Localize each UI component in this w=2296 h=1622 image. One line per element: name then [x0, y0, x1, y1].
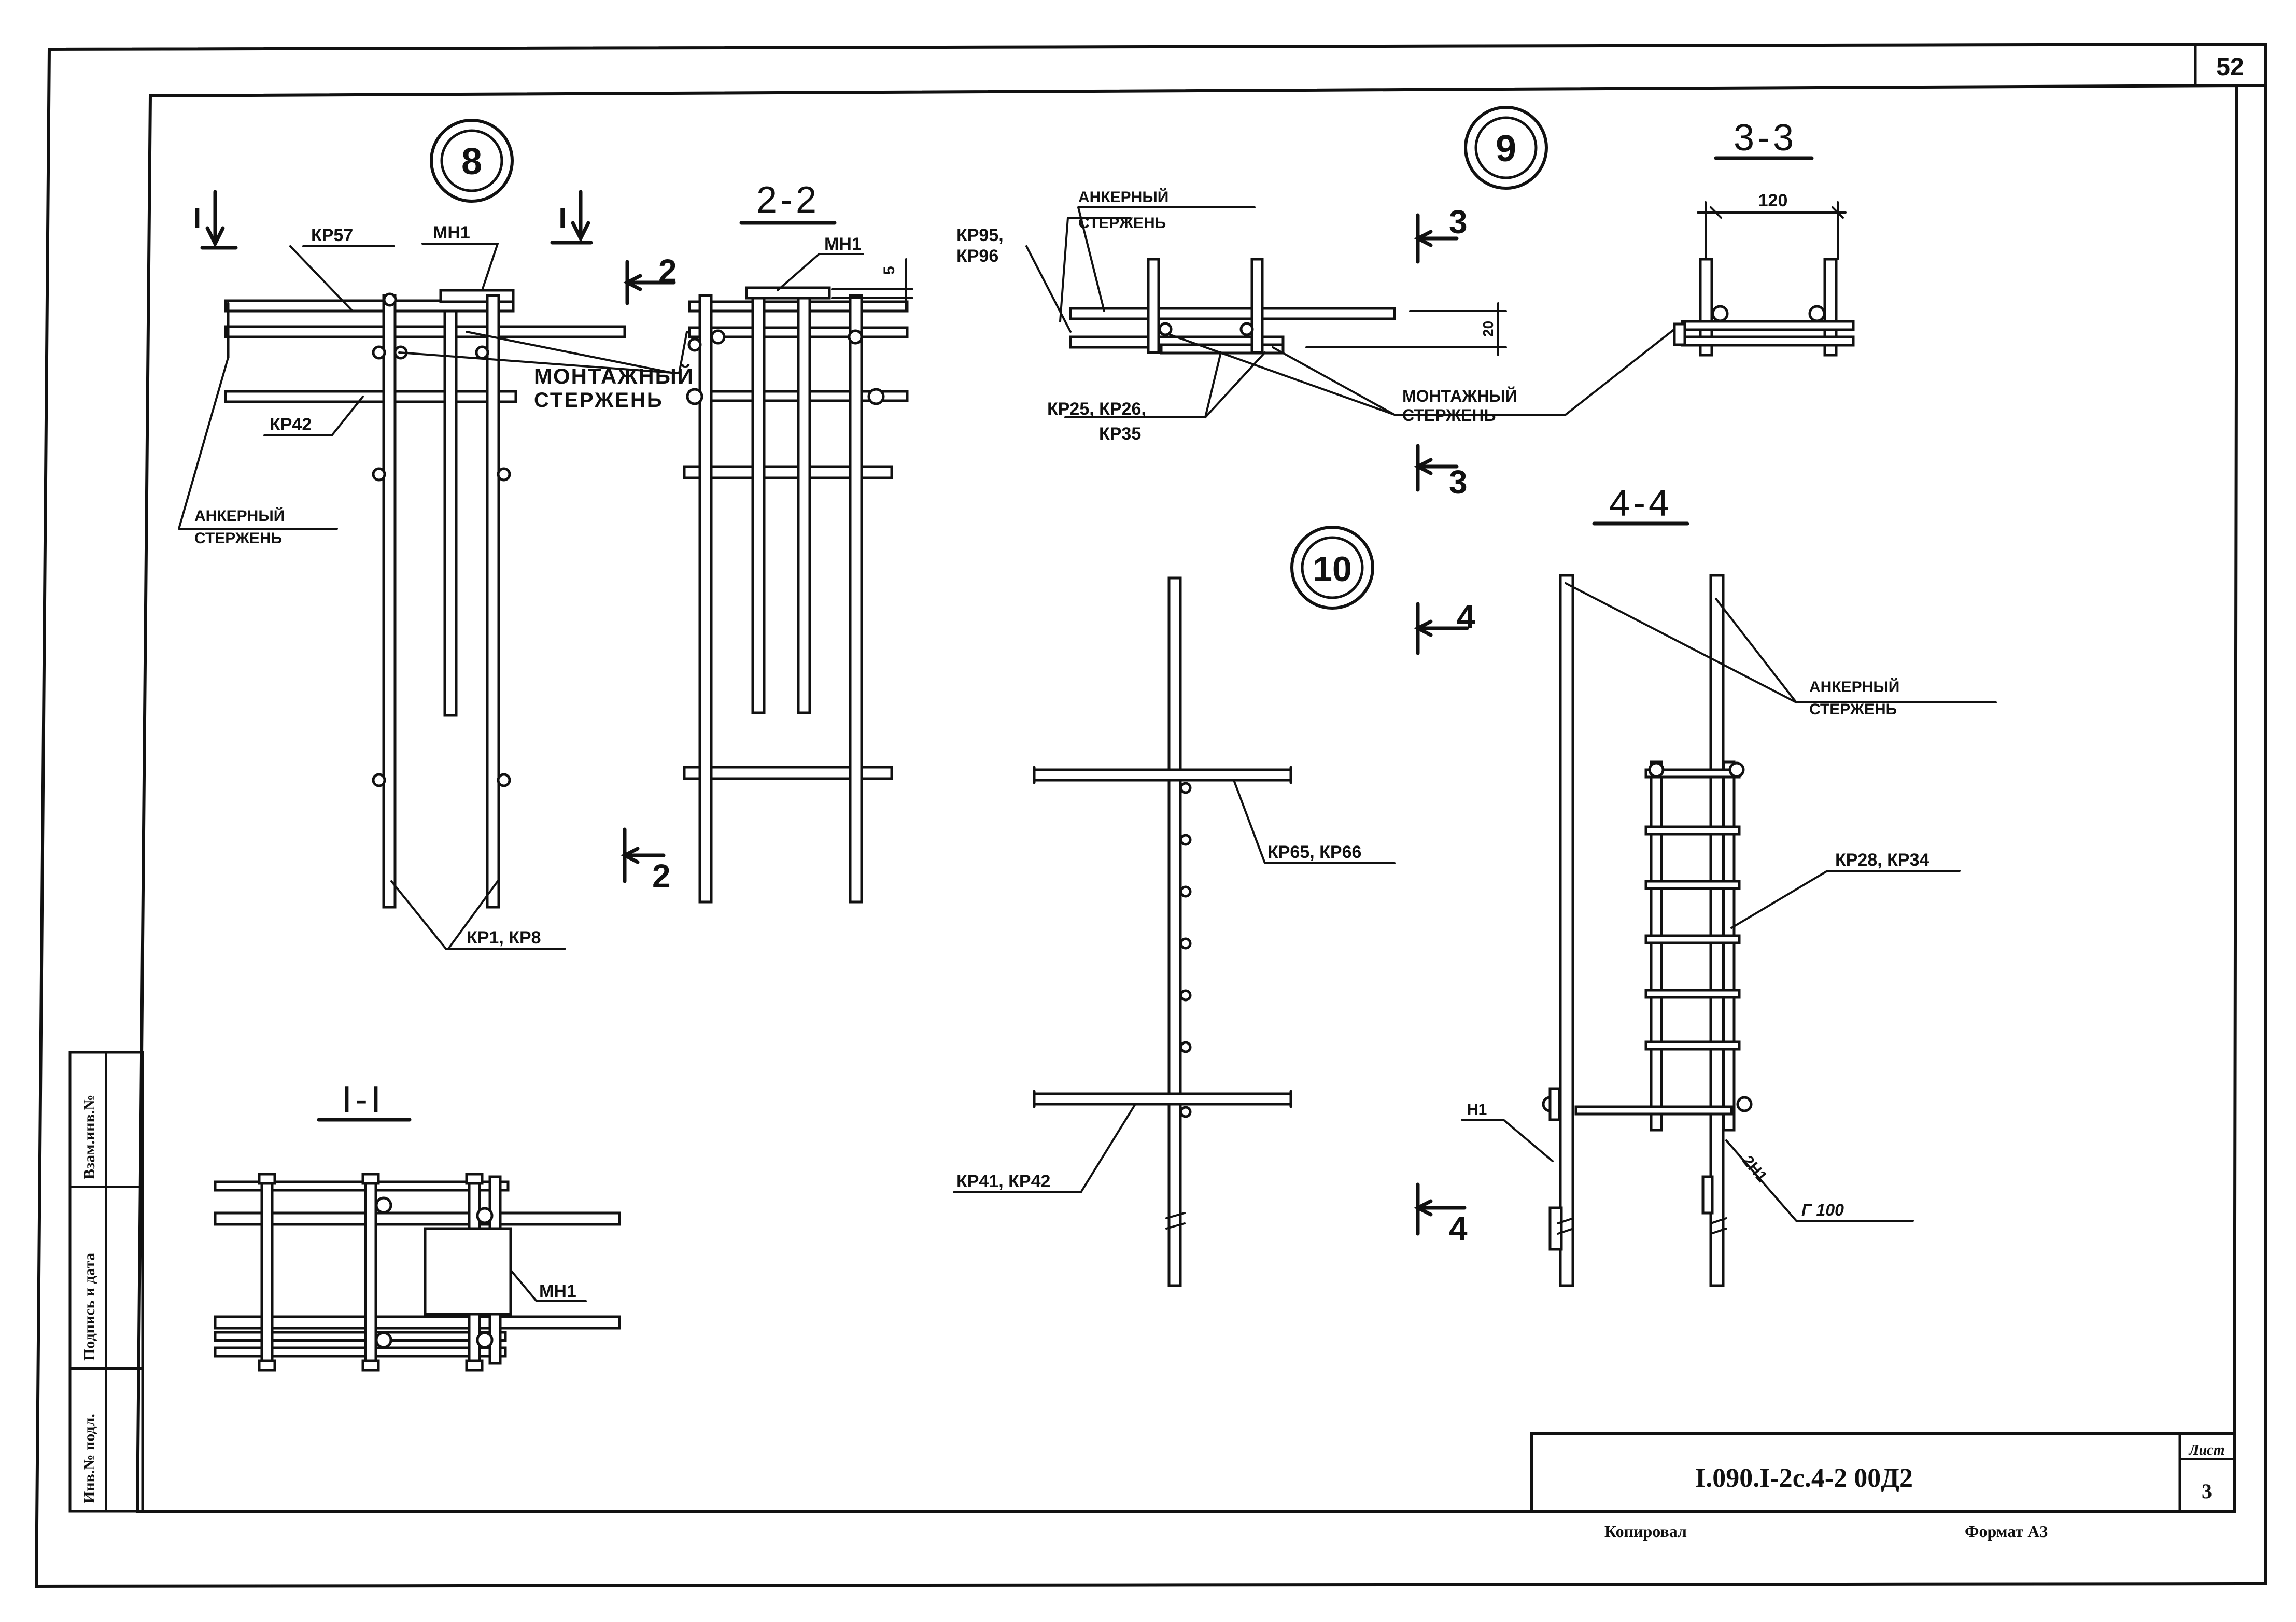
- label-anchor-9: АНКЕРНЫЙ: [1078, 188, 1168, 206]
- svg-text:3-3: 3-3: [1734, 117, 1797, 159]
- label-kp25-kp26: КР25, КР26,: [1047, 399, 1146, 419]
- section-mark-1-left: I: [193, 190, 238, 250]
- svg-text:3: 3: [1449, 463, 1468, 501]
- detail-8-drawing: [224, 289, 626, 909]
- dim-5: 5: [881, 266, 898, 275]
- label-kp95: КР95,: [956, 225, 1004, 245]
- section-title-2-2: 2-2: [739, 179, 837, 225]
- label-kp42: КР42: [270, 415, 312, 434]
- svg-text:4: 4: [1449, 1210, 1468, 1247]
- label-anchor-rod-44: СТЕРЖЕНЬ: [1809, 701, 1897, 718]
- drawing-code: I.090.I-2c.4-2 00Д2: [1695, 1463, 1913, 1493]
- section-title-4-4: 4-4: [1592, 483, 1689, 526]
- label-n1: Н1: [1467, 1101, 1487, 1118]
- detail-9-leaders: [1025, 206, 1675, 418]
- section-1-1-drawing: [214, 1173, 621, 1372]
- svg-text:I: I: [193, 202, 201, 234]
- section-2-2-leaders: [777, 253, 864, 291]
- page-number: 52: [2216, 53, 2244, 81]
- stamp-inv-no: Инв.№ подл.: [81, 1414, 98, 1503]
- label-mont-rod-9: МОНТАЖНЫЙ: [1402, 387, 1517, 405]
- section-1-1-leaders: [510, 1269, 587, 1302]
- svg-text:2: 2: [652, 857, 671, 895]
- side-stamp: [68, 1051, 144, 1513]
- label-angle-100: Г 100: [1801, 1201, 1844, 1219]
- label-rod-9: СТЕРЖЕНЬ: [1402, 406, 1496, 425]
- label-rod-8: СТЕРЖЕНЬ: [534, 389, 664, 412]
- section-mark-3-top: 3: [1414, 203, 1468, 264]
- section-title-3-3: 3-3: [1714, 117, 1814, 160]
- stamp-replace-inv: Взам.инв.№: [81, 1095, 98, 1179]
- section-mark-3-bottom: 3: [1414, 444, 1468, 501]
- section-mark-2-bottom: 2: [621, 827, 671, 895]
- label-mn1-22: МН1: [824, 234, 862, 254]
- dim-120: 120: [1758, 191, 1788, 210]
- svg-text:I: I: [558, 202, 567, 234]
- copied-label: Копировал: [1604, 1522, 1687, 1541]
- svg-text:I-I: I-I: [342, 1079, 384, 1120]
- section-3-3-drawing: [1673, 201, 1855, 357]
- svg-text:4-4: 4-4: [1609, 483, 1672, 524]
- svg-text:2: 2: [658, 252, 677, 290]
- label-kp41-kp42: КР41, КР42: [956, 1172, 1050, 1191]
- section-mark-4-top: 4: [1414, 598, 1475, 655]
- label-kp57: КР57: [311, 225, 353, 245]
- label-mont-rod-8: МОНТАЖНЫЙ: [534, 363, 694, 388]
- label-2n1: 2Н1: [1739, 1152, 1771, 1185]
- sheet-number: 3: [2202, 1479, 2212, 1503]
- label-anchor-44: АНКЕРНЫЙ: [1809, 678, 1899, 696]
- label-anchor-rod-9: СТЕРЖЕНЬ: [1078, 215, 1166, 232]
- detail-10-drawing: [1033, 576, 1292, 1287]
- section-4-4-leaders: [1461, 582, 1997, 1222]
- svg-text:3: 3: [1449, 203, 1468, 241]
- format-label: Формат А3: [1965, 1522, 2048, 1541]
- label-kp65-kp66: КР65, КР66: [1267, 842, 1361, 862]
- detail-number-10: 10: [1313, 549, 1352, 589]
- detail-10-leaders: [953, 779, 1396, 1193]
- section-title-1-1: I-I: [317, 1079, 412, 1122]
- detail-marker-9: 9: [1464, 106, 1548, 190]
- title-block: [1530, 1432, 2236, 1513]
- detail-number-8: 8: [461, 141, 482, 182]
- label-anchor-rod-8: СТЕРЖЕНЬ: [194, 530, 282, 547]
- section-mark-1-right: I: [550, 190, 593, 245]
- section-2-2-drawing: [683, 258, 913, 904]
- label-kp96: КР96: [956, 246, 998, 266]
- detail-8-leaders: [178, 243, 696, 950]
- detail-marker-10: 10: [1290, 526, 1374, 610]
- dim-20: 20: [1480, 321, 1496, 337]
- section-4-4-drawing: [1542, 574, 1753, 1287]
- label-mn1-top: МН1: [433, 223, 470, 243]
- svg-text:2-2: 2-2: [756, 179, 820, 221]
- label-anchor-8: АНКЕРНЫЙ: [194, 507, 285, 525]
- svg-text:4: 4: [1457, 598, 1475, 636]
- label-mn1-11: МН1: [539, 1281, 576, 1301]
- label-kp35: КР35: [1099, 424, 1141, 444]
- detail-number-9: 9: [1496, 128, 1516, 170]
- section-mark-2-top: 2: [623, 252, 677, 305]
- label-kp28-kp34: КР28, КР34: [1835, 850, 1929, 870]
- label-kp1-kp8: КР1, КР8: [467, 928, 541, 948]
- detail-marker-8: 8: [430, 119, 514, 203]
- stamp-sign-date: Подпись и дата: [81, 1253, 98, 1361]
- detail-9-drawing: [1069, 258, 1507, 356]
- sheet-label: Лист: [2189, 1442, 2225, 1458]
- section-mark-4-bottom: 4: [1414, 1182, 1468, 1247]
